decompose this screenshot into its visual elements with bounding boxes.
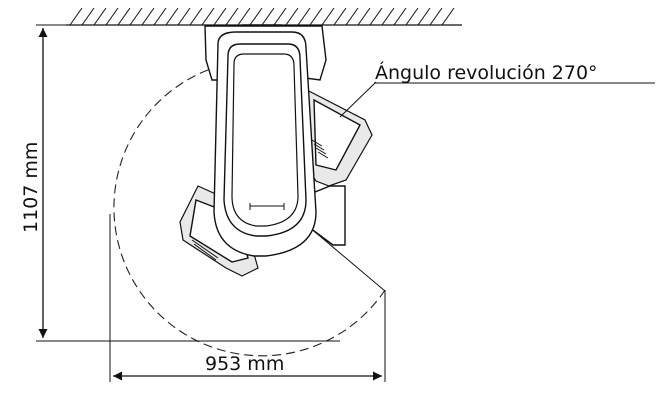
ceiling-hatching (69, 7, 455, 26)
height-dimension: 1107 mm (20, 24, 340, 342)
height-label: 1107 mm (20, 142, 42, 233)
width-dimension: 953 mm (109, 214, 386, 382)
moving-head (179, 24, 373, 277)
width-label: 953 mm (205, 353, 284, 375)
ceiling (66, 7, 462, 26)
rotation-angle-label: Ángulo revolución 270° (375, 61, 598, 84)
angle-leader (339, 81, 377, 118)
